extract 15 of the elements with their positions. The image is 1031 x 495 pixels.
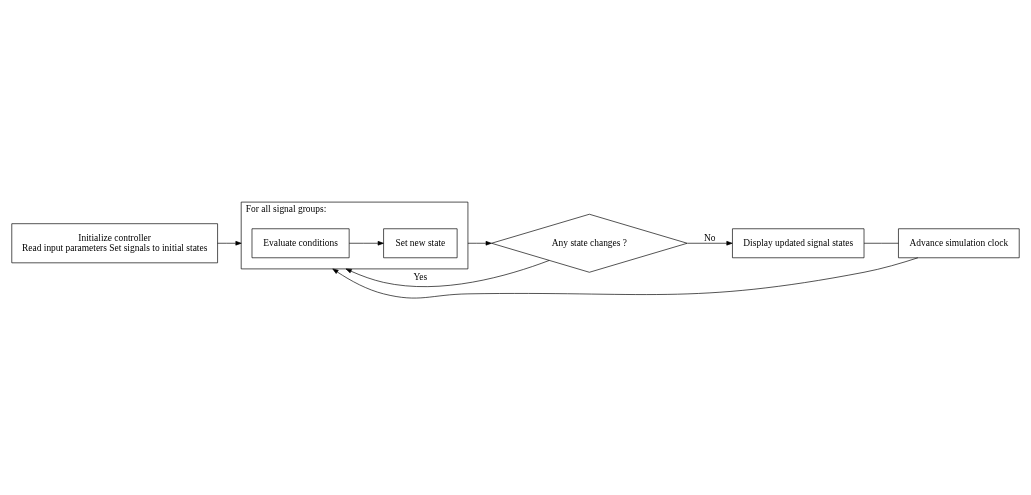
arrow: [348, 241, 384, 246]
node-box: Display updated signal states: [732, 228, 865, 259]
connector: [863, 242, 899, 244]
node-box: Initialize controller Read input parameters Set signals to initial states: [11, 223, 218, 264]
edge-label: No: [704, 232, 716, 243]
arrow: [467, 241, 492, 246]
node-box: Advance simulation clock: [898, 228, 1020, 259]
node-diamond: Any state changes ?: [491, 213, 688, 273]
arrow: [687, 241, 733, 246]
node-box: Set new state: [383, 228, 458, 259]
node-box: Evaluate conditions: [251, 228, 350, 259]
arrow: [345, 260, 550, 287]
arrow: [332, 257, 919, 299]
edge-label: Yes: [413, 271, 428, 282]
arrow: [217, 241, 242, 246]
